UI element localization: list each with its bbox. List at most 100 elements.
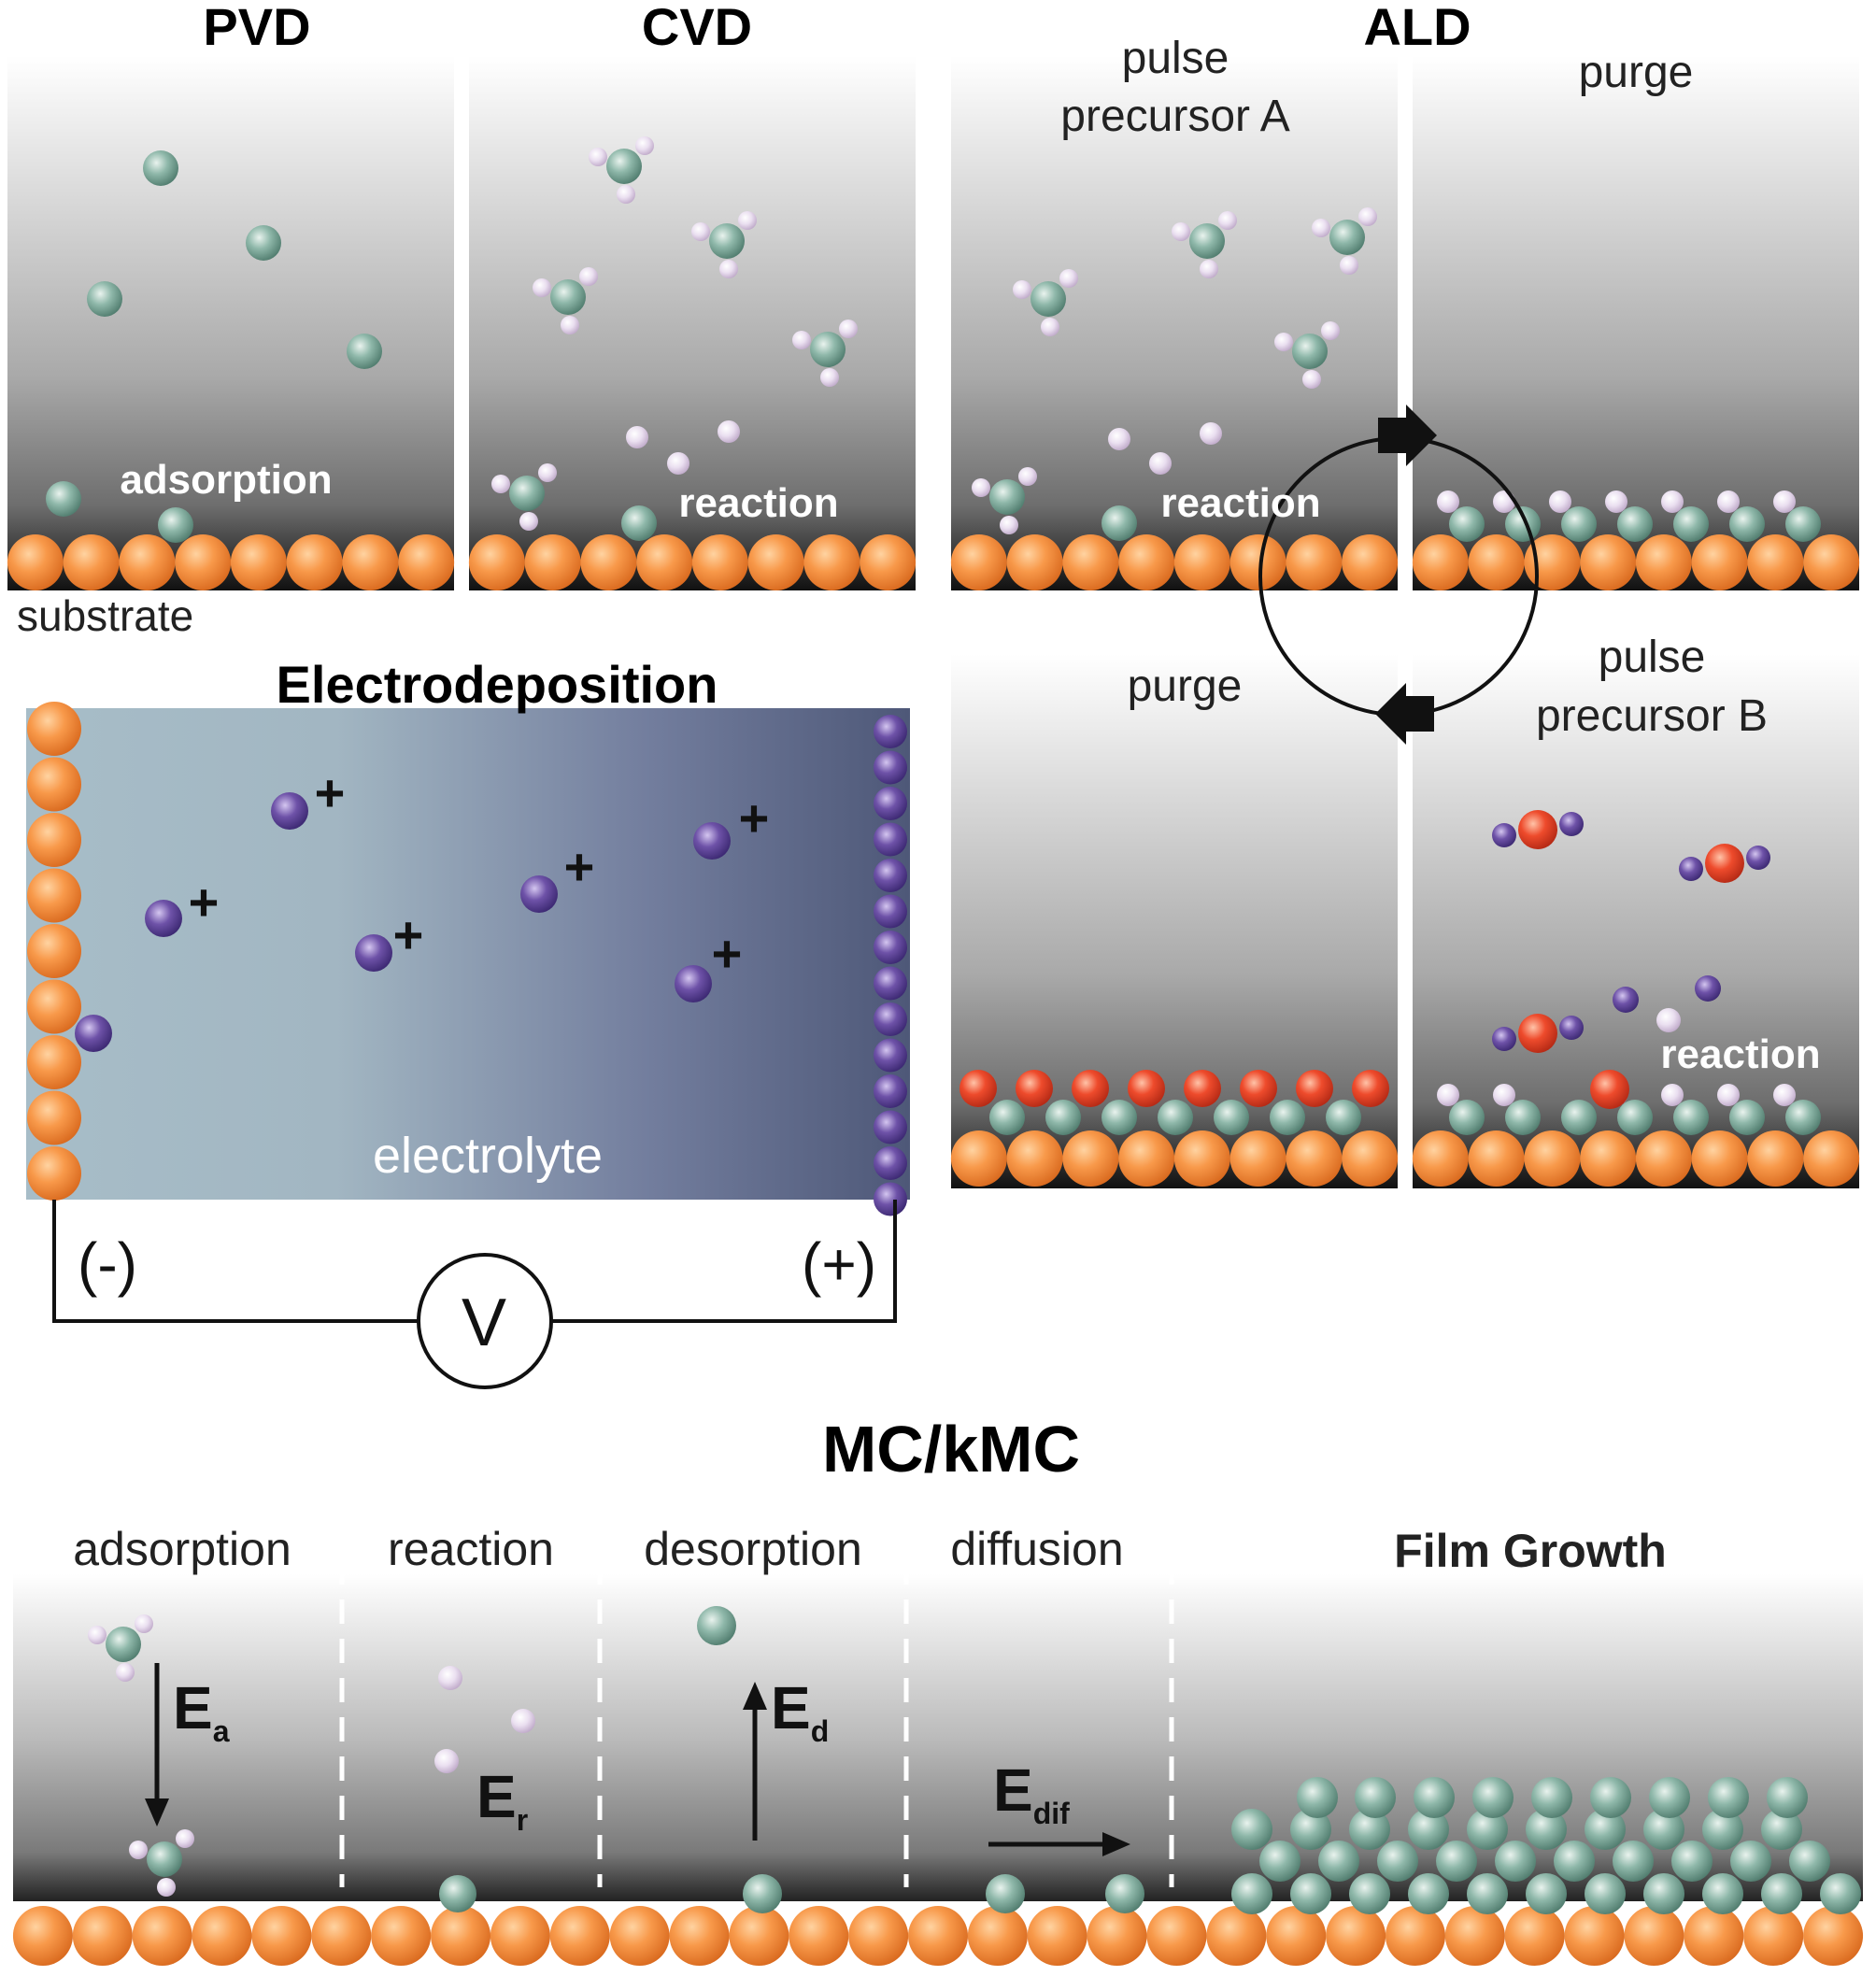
ligand-atom (1773, 490, 1796, 513)
deposit-atom (1673, 506, 1709, 542)
substrate-atom (1146, 1906, 1207, 1966)
chamber-panels (7, 56, 1863, 1901)
diffusion-arrowhead (1102, 1832, 1130, 1856)
electrodeposition-title: Electrodeposition (277, 655, 718, 714)
substrate-atom (1635, 1130, 1692, 1187)
substrate-atom (27, 924, 81, 978)
kmc-film-growth: Film Growth (1394, 1525, 1667, 1577)
deposit-atom (1785, 1100, 1821, 1135)
precursor-b-atom (1016, 1070, 1053, 1107)
deposit-atom (1189, 223, 1225, 259)
ligand-atom (1321, 321, 1340, 340)
substrate-atom (803, 534, 860, 590)
substrate-atom (1006, 534, 1063, 590)
deposit-atom (1585, 1809, 1626, 1850)
ligand-atom (561, 316, 579, 334)
ligand-atom (491, 475, 510, 493)
deposit-atom (87, 281, 122, 317)
deposit-atom (1561, 1100, 1597, 1135)
ligand-atom (589, 148, 607, 166)
ligand-atom (1493, 1084, 1515, 1106)
substrate-atom (1803, 1130, 1860, 1187)
substrate-atom (1118, 1130, 1175, 1187)
substrate-atom (524, 534, 581, 590)
ligand-atom (129, 1841, 148, 1859)
deposit-atom (1414, 1777, 1455, 1818)
deposit-atom (1708, 1777, 1749, 1818)
substrate-atom (1286, 534, 1343, 590)
ligand-atom (1302, 370, 1321, 389)
circuit-wire-left (52, 1200, 419, 1323)
substrate-atom (1468, 534, 1525, 590)
ion-atom (874, 715, 907, 748)
deposit-atom (1761, 1809, 1802, 1850)
ion-charge-4: + (564, 837, 595, 896)
ligand-atom (1018, 467, 1037, 486)
substrate-atom (431, 1906, 491, 1966)
kmc-step-diffusion: diffusion (950, 1523, 1123, 1575)
substrate-atom (1229, 1130, 1286, 1187)
kmc-step-adsorption: adsorption (73, 1523, 291, 1575)
ion-charge-3: + (393, 905, 424, 964)
substrate-atom (580, 534, 637, 590)
lines-and-arrows (52, 405, 1539, 1887)
ligand-atom (1312, 219, 1330, 237)
voltmeter-circle (417, 1253, 553, 1389)
ligand-atom (135, 1614, 153, 1633)
deposit-atom (1408, 1809, 1449, 1850)
cvd-reaction-label: reaction (678, 480, 838, 526)
cycle-arrow-left (1375, 683, 1434, 745)
ligand-atom (533, 278, 551, 297)
deposit-atom (1702, 1873, 1743, 1914)
substrate-atom (1062, 534, 1119, 590)
deposit-atom (1329, 220, 1365, 255)
deposit-atom (1045, 1100, 1081, 1135)
ligand-atom (1340, 256, 1358, 275)
deposit-atom (1467, 1809, 1508, 1850)
atoms (7, 136, 1864, 1966)
ion-charge-5: + (739, 789, 770, 847)
deposit-atom (1355, 1777, 1396, 1818)
cycle-arrow-right (1378, 405, 1437, 466)
deposit-atom (1729, 1100, 1765, 1135)
substrate-atom (27, 1146, 81, 1201)
precursor-b-atom (1518, 1014, 1557, 1053)
deposit-atom (989, 479, 1025, 515)
precursor-b-atom (1705, 844, 1744, 883)
ligand-atom (792, 331, 811, 349)
ligand-atom (1493, 490, 1515, 513)
ligand-atom (718, 420, 740, 443)
deposit-atom (1761, 1873, 1802, 1914)
ald-reaction-b-label: reaction (1660, 1031, 1820, 1077)
substrate-atom (1691, 534, 1748, 590)
substrate-atom (789, 1906, 849, 1966)
deposit-atom (1531, 1777, 1572, 1818)
substrate-atom (192, 1906, 252, 1966)
deposit-atom (709, 223, 745, 259)
ligand-atom (1000, 516, 1018, 534)
precursor-b-atom (1184, 1070, 1221, 1107)
ion-charge-1: + (315, 763, 346, 822)
precursor-b-atom (1072, 1070, 1109, 1107)
adsorption-arrowhead (145, 1798, 169, 1827)
deposit-atom (1643, 1809, 1684, 1850)
ion-atom (675, 965, 712, 1002)
ion-atom (874, 1038, 907, 1073)
ion-atom (874, 1110, 907, 1144)
ligand-atom (1549, 490, 1571, 513)
voltmeter-label: V (462, 1286, 506, 1360)
deposit-atom (1617, 1100, 1653, 1135)
ald-pulse-b-label-line2: precursor B (1536, 691, 1768, 741)
ligand-atom (1605, 490, 1627, 513)
substrate-atom (27, 1035, 81, 1089)
substrate-atom (63, 534, 120, 590)
deposit-atom (1290, 1873, 1331, 1914)
substrate-atom (27, 757, 81, 812)
deposit-atom (1158, 1100, 1193, 1135)
substrate-atom (1006, 1130, 1063, 1187)
ligand-atom (617, 185, 635, 204)
energy-diffusion: Edif (993, 1756, 1070, 1830)
substrate-atom (398, 534, 455, 590)
substrate-atom (1624, 1906, 1684, 1966)
ligand-atom (434, 1749, 459, 1773)
